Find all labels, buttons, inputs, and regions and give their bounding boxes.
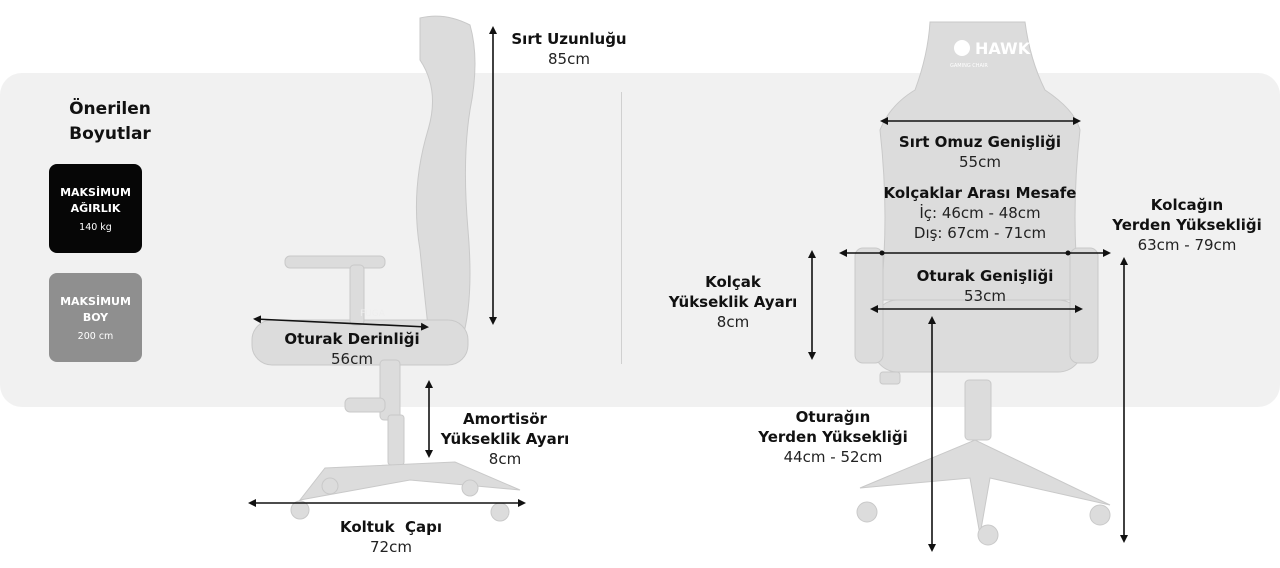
seat-floor-label: Oturağın Yerden Yüksekliği 44cm - 52cm	[758, 408, 908, 466]
front-chair	[854, 21, 1111, 546]
card-value: 200 cm	[77, 330, 114, 342]
base-diameter-label: Koltuk Çapı 72cm	[339, 518, 443, 556]
seat-width-label: Oturak Genişliği 53cm	[916, 267, 1054, 305]
seat-depth-label: Oturak Derinliği 56cm	[284, 330, 420, 368]
side-chair	[251, 15, 521, 522]
hawk-logo: HAWK GAMING CHAIR	[950, 39, 1031, 69]
shoulder-width-label: Sırt Omuz Genişliği 55cm	[898, 133, 1062, 171]
seat-depth-arrow	[253, 315, 429, 331]
armrest-adjust-label: Kolçak Yükseklik Ayarı 8cm	[668, 273, 798, 331]
svg-text:HAWK: HAWK	[975, 39, 1031, 58]
back-length-label: Sırt Uzunluğu 85cm	[511, 30, 627, 68]
armrest-floor-label: Kolcağın Yerden Yüksekliği 63cm - 79cm	[1112, 196, 1262, 254]
card-value: 140 kg	[79, 221, 112, 233]
max-height-card: MAKSİMUM BOY 200 cm	[49, 273, 142, 362]
card-title: MAKSİMUM AĞIRLIK	[60, 185, 131, 215]
sidebar-title: Önerilen Boyutlar	[69, 99, 151, 144]
svg-text:GAMING CHAIR: GAMING CHAIR	[950, 63, 988, 69]
shock-height-label: Amortisör Yükseklik Ayarı 8cm	[440, 410, 570, 468]
view-divider	[621, 92, 622, 364]
armrest-distance-label: Kolçaklar Arası Mesafe İç: 46cm - 48cm D…	[883, 184, 1077, 242]
card-title: MAKSİMUM BOY	[60, 294, 131, 324]
max-weight-card: MAKSİMUM AĞIRLIK 140 kg	[49, 164, 142, 253]
seat-badge: FUGA	[360, 309, 386, 319]
